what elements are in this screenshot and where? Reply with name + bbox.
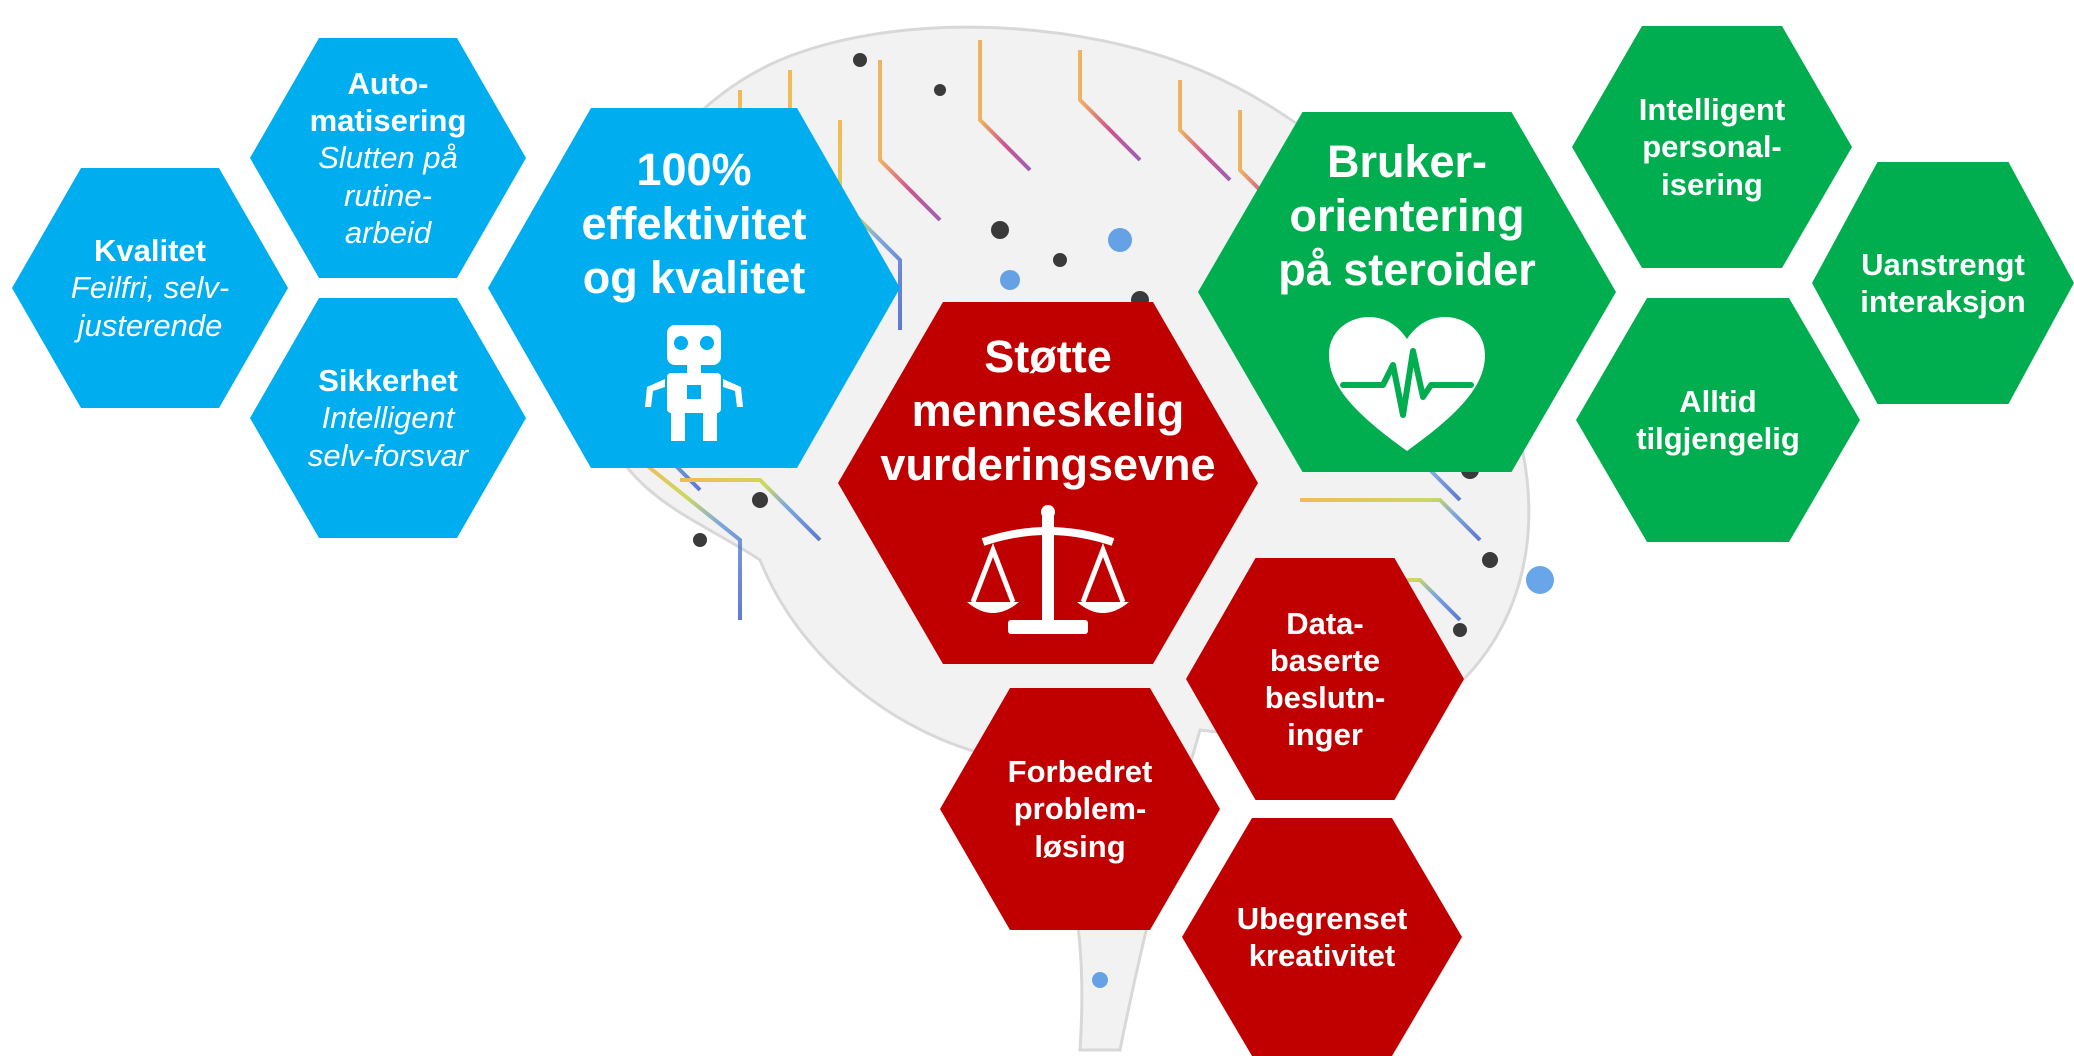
hex-databaserte: Data- baserte beslutn- inger bbox=[1186, 558, 1464, 800]
hex-uanstrengt-title: Uanstrengt interaksjon bbox=[1860, 246, 2026, 319]
hex-ubegrenset-title: Ubegrenset kreativitet bbox=[1236, 900, 1408, 973]
hex-kvalitet: Kvalitet Feilfri, selv- justerende bbox=[12, 168, 288, 408]
hex-effektivitet: 100% effektivitet og kvalitet bbox=[488, 108, 900, 468]
hex-kvalitet-subtitle: Feilfri, selv- justerende bbox=[70, 270, 230, 343]
hex-effektivitet-title: 100% effektivitet og kvalitet bbox=[581, 144, 807, 303]
hex-alltid-title: Alltid tilgjengelig bbox=[1636, 383, 1800, 456]
hex-stotte-title: Støtte menneskelig vurderingsevne bbox=[880, 331, 1216, 490]
hex-automatisering-title: Auto- matisering bbox=[309, 66, 467, 139]
hex-sikkerhet: Sikkerhet Intelligent selv-forsvar bbox=[250, 298, 526, 538]
hex-sikkerhet-subtitle: Intelligent selv-forsvar bbox=[307, 400, 469, 473]
hex-forbedret-title: Forbedret problem- løsing bbox=[1007, 754, 1153, 864]
hex-kvalitet-title: Kvalitet bbox=[94, 233, 206, 269]
robot-icon bbox=[645, 325, 743, 441]
hex-sikkerhet-title: Sikkerhet bbox=[318, 363, 458, 399]
heart-pulse-icon bbox=[1329, 317, 1485, 451]
hex-automatisering: Auto- matisering Slutten på rutine- arbe… bbox=[250, 38, 526, 278]
hex-automatisering-subtitle: Slutten på rutine- arbeid bbox=[318, 140, 458, 250]
hex-alltid: Alltid tilgjengelig bbox=[1576, 298, 1860, 542]
scales-icon bbox=[967, 505, 1129, 634]
hex-databaserte-title: Data- baserte beslutn- inger bbox=[1264, 605, 1386, 753]
hex-personalisering-title: Intelligent personal- isering bbox=[1638, 92, 1786, 202]
hex-brukerorientering-title: Bruker- orientering på steroider bbox=[1278, 136, 1536, 295]
